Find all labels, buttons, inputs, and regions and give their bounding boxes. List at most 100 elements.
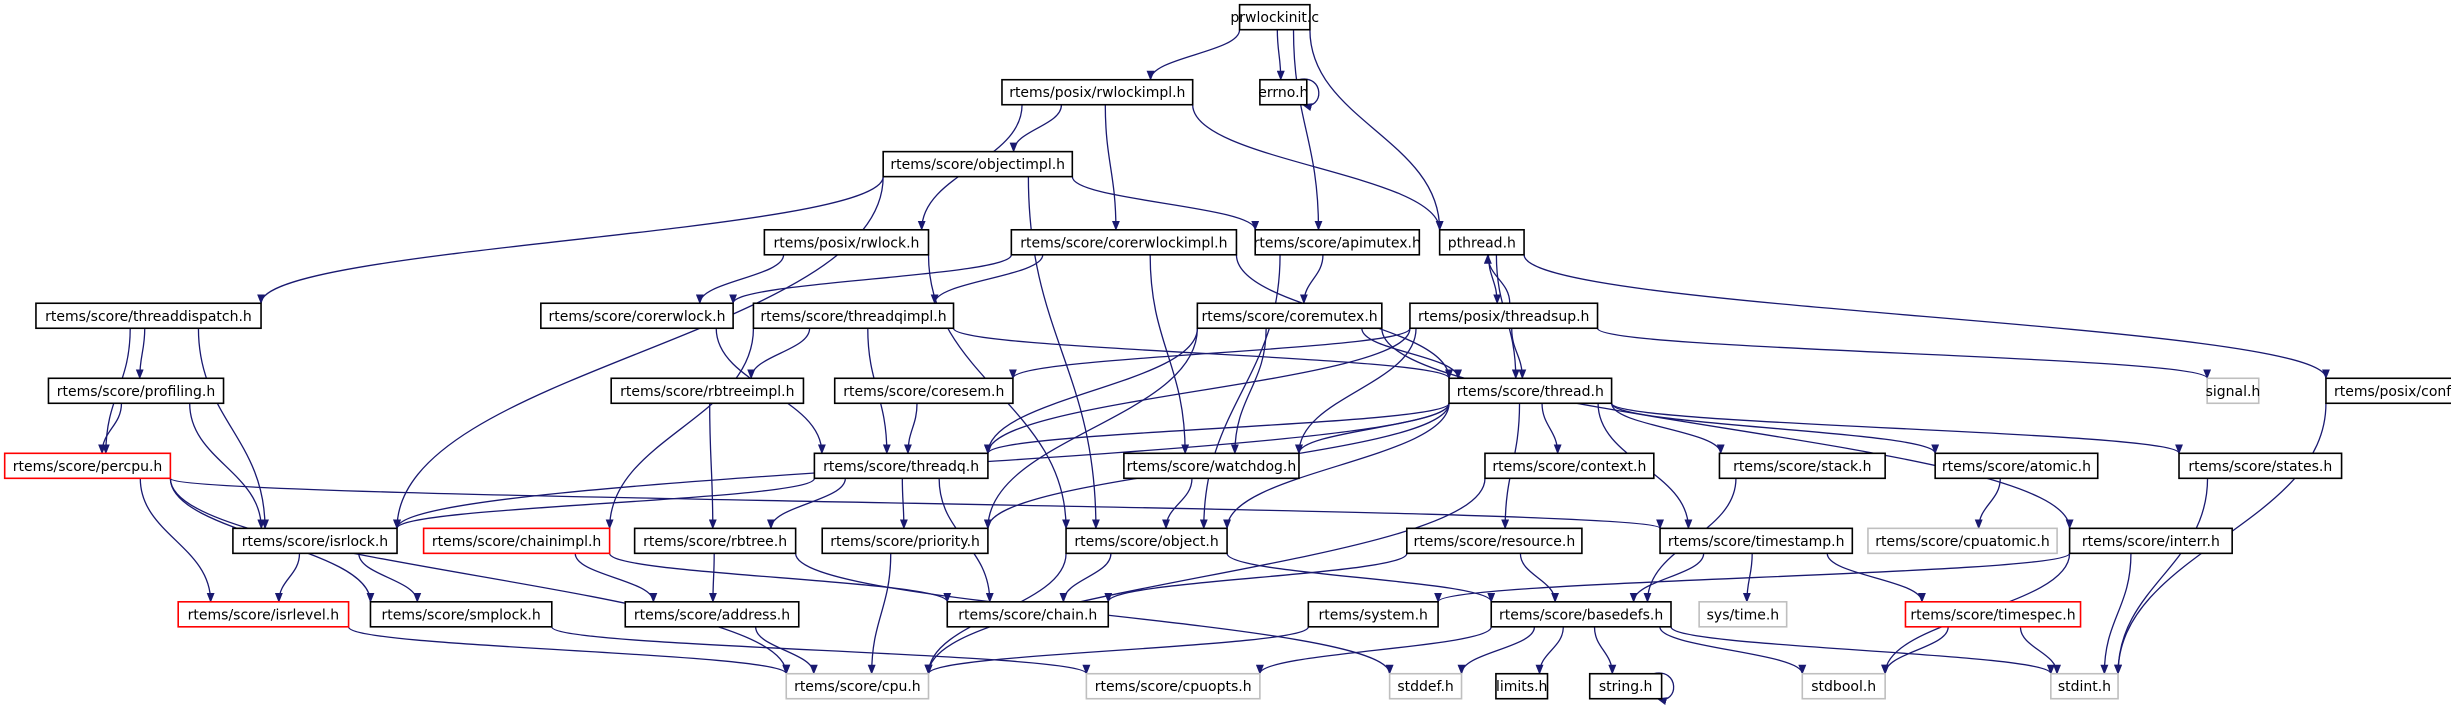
node-timespec[interactable]: rtems/score/timespec.h — [1904, 601, 2082, 628]
node-box — [752, 302, 955, 330]
node-percpu[interactable]: rtems/score/percpu.h — [3, 452, 172, 480]
edge-apimutex-to-coremutex — [1299, 254, 1324, 305]
node-label: rtems/score/profiling.h — [57, 384, 215, 400]
edge-timestamp-to-timespec — [1826, 553, 1926, 603]
node-box — [1238, 3, 1311, 31]
node-coresem[interactable]: rtems/score/coresem.h — [833, 377, 1014, 405]
edge-chainimpl-to-chain — [608, 552, 952, 603]
node-box — [369, 601, 553, 628]
node-systime[interactable]: sys/time.h — [1698, 601, 1788, 628]
node-priority[interactable]: rtems/score/priority.h — [821, 527, 989, 555]
node-label: rtems/score/context.h — [1492, 459, 1646, 475]
node-label: rtems/score/priority.h — [830, 534, 980, 550]
node-label: stddef.h — [1397, 679, 1453, 695]
node-box — [232, 527, 398, 555]
node-label: rtems/score/basedefs.h — [1499, 607, 1663, 623]
node-box — [1001, 78, 1194, 106]
node-timestamp[interactable]: rtems/score/timestamp.h — [1659, 527, 1854, 555]
node-smplock[interactable]: rtems/score/smplock.h — [369, 601, 553, 628]
node-rbtree[interactable]: rtems/score/rbtree.h — [633, 527, 797, 555]
node-threadqimpl[interactable]: rtems/score/threadqimpl.h — [752, 302, 955, 330]
node-label: rtems/score/address.h — [634, 607, 790, 623]
node-box — [1406, 527, 1583, 555]
node-errno[interactable]: errno.h — [1258, 78, 1308, 106]
node-context[interactable]: rtems/score/context.h — [1484, 452, 1655, 480]
edge-threadqimpl-to-thread — [952, 327, 1453, 380]
node-cpuopts[interactable]: rtems/score/cpuopts.h — [1085, 672, 1261, 700]
node-pthread[interactable]: pthread.h — [1438, 228, 1525, 256]
node-prwlockinit[interactable]: prwlockinit.c — [1230, 3, 1319, 31]
node-label: rtems/score/threadq.h — [823, 459, 979, 475]
node-isrlevel[interactable]: rtems/score/isrlevel.h — [177, 601, 350, 628]
node-label: rtems/score/threaddispatch.h — [45, 309, 252, 325]
node-box — [1718, 452, 1886, 480]
node-coremutex[interactable]: rtems/score/coremutex.h — [1196, 302, 1383, 330]
node-apimutex[interactable]: rtems/score/apimutex.h — [1254, 228, 1421, 256]
node-corerwlockimpl[interactable]: rtems/score/corerwlockimpl.h — [1010, 228, 1238, 256]
node-cpu[interactable]: rtems/score/cpu.h — [785, 672, 930, 700]
node-object[interactable]: rtems/score/object.h — [1065, 527, 1228, 555]
node-corerwlock[interactable]: rtems/score/corerwlock.h — [540, 302, 734, 330]
edge-prwlockinit-to-rwlockimpl — [1146, 29, 1241, 81]
node-label: rtems/score/corerwlockimpl.h — [1020, 235, 1227, 251]
node-box — [2206, 377, 2260, 405]
node-box — [2068, 527, 2233, 555]
node-label: rtems/score/cpu.h — [794, 679, 921, 695]
edge-rwlock-to-corerwlock — [695, 254, 785, 305]
edge-resource-to-basedefs — [1519, 553, 1560, 603]
node-basedefs[interactable]: rtems/score/basedefs.h — [1490, 601, 1672, 628]
node-rbtreeimpl[interactable]: rtems/score/rbtreeimpl.h — [610, 377, 805, 405]
node-atomic[interactable]: rtems/score/atomic.h — [1934, 452, 2099, 480]
edge-isrlock-to-isrlevel — [274, 553, 301, 603]
node-interr[interactable]: rtems/score/interr.h — [2068, 527, 2233, 555]
node-cpuatomic[interactable]: rtems/score/cpuatomic.h — [1867, 527, 2058, 555]
node-string[interactable]: string.h — [1588, 672, 1663, 700]
edge-timestamp-to-basedefs — [1629, 553, 1705, 603]
edge-coremutex-to-interr — [1381, 328, 2074, 530]
edge-threadq-to-priority — [899, 478, 908, 530]
node-threadsup[interactable]: rtems/posix/threadsup.h — [1409, 302, 1599, 330]
node-label: rtems/score/coremutex.h — [1202, 309, 1378, 325]
node-stack[interactable]: rtems/score/stack.h — [1718, 452, 1886, 480]
node-thread[interactable]: rtems/score/thread.h — [1448, 377, 1613, 405]
node-box — [1588, 672, 1663, 700]
edge-percpu-to-cpu — [169, 478, 791, 675]
node-rwlock[interactable]: rtems/posix/rwlock.h — [763, 228, 930, 256]
node-box — [882, 150, 1074, 178]
node-stdint[interactable]: stdint.h — [2050, 672, 2119, 700]
edge-objectimpl-to-threaddispatch — [257, 176, 884, 305]
node-chain[interactable]: rtems/score/chain.h — [946, 601, 1110, 628]
edge-atomic-to-cpuatomic — [1974, 478, 2001, 530]
edge-basedefs-to-stdbool — [1659, 626, 1807, 675]
edge-interr-to-stdint — [2100, 553, 2132, 675]
edge-prwlockinit-to-errno — [1276, 29, 1285, 81]
edge-rwlockimpl-to-corerwlockimpl — [1104, 104, 1120, 231]
node-stdbool[interactable]: stdbool.h — [1801, 672, 1886, 700]
node-rwlockimpl[interactable]: rtems/posix/rwlockimpl.h — [1001, 78, 1194, 106]
edge-threadq-to-rbtree — [766, 478, 846, 530]
edge-isrlevel-to-cpu — [347, 626, 791, 675]
node-objectimpl[interactable]: rtems/score/objectimpl.h — [882, 150, 1074, 178]
node-system[interactable]: rtems/system.h — [1307, 601, 1439, 628]
node-threadq[interactable]: rtems/score/threadq.h — [813, 452, 989, 480]
edge-coremutex-to-thread — [1361, 328, 1463, 380]
node-box — [833, 377, 1014, 405]
node-label: rtems/posix/rwlock.h — [773, 235, 919, 251]
node-address[interactable]: rtems/score/address.h — [624, 601, 800, 628]
node-watchdog[interactable]: rtems/score/watchdog.h — [1123, 452, 1300, 480]
node-threaddispatch[interactable]: rtems/score/threaddispatch.h — [35, 302, 262, 330]
node-resource[interactable]: rtems/score/resource.h — [1406, 527, 1583, 555]
node-label: rtems/score/rbtreeimpl.h — [620, 384, 794, 400]
node-signal[interactable]: signal.h — [2206, 377, 2261, 405]
node-box — [177, 601, 350, 628]
node-chainimpl[interactable]: rtems/score/chainimpl.h — [422, 527, 611, 555]
node-stddef[interactable]: stddef.h — [1388, 672, 1463, 700]
node-states[interactable]: rtems/score/states.h — [2178, 452, 2343, 480]
node-isrlock[interactable]: rtems/score/isrlock.h — [232, 527, 398, 555]
edge-coresem-to-threadq — [903, 403, 918, 455]
node-config[interactable]: rtems/posix/config.h — [2325, 377, 2451, 405]
edge-coremutex-to-priority — [983, 328, 1199, 530]
node-label: rtems/score/thread.h — [1457, 384, 1604, 400]
node-profiling[interactable]: rtems/score/profiling.h — [47, 377, 225, 405]
node-limits[interactable]: limits.h — [1495, 672, 1549, 700]
